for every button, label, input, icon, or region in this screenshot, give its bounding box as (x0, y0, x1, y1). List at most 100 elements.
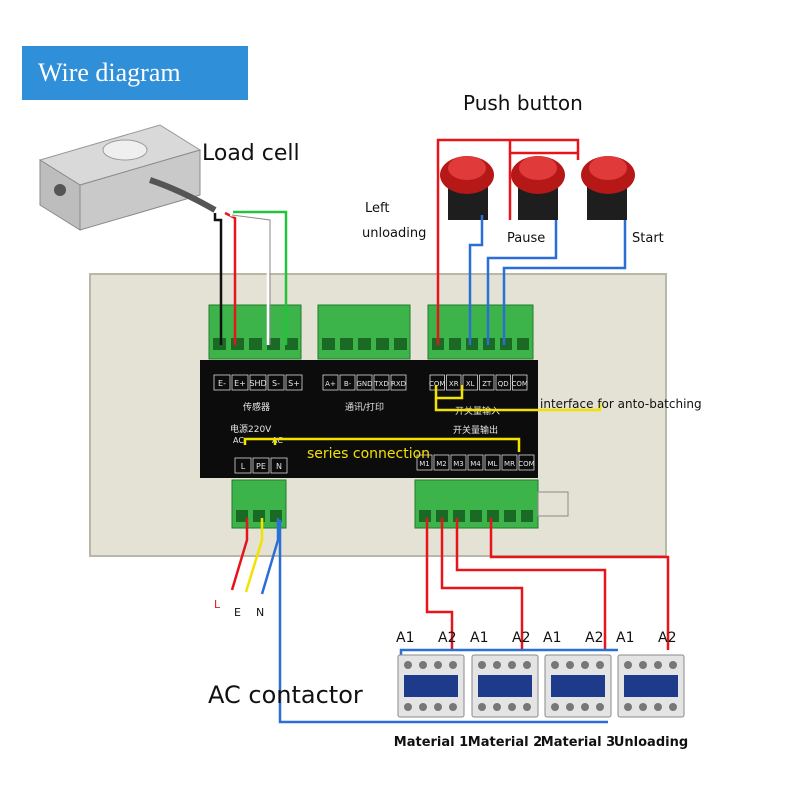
terminal-screw-hole (249, 338, 262, 350)
wire-n-label: N (256, 606, 264, 619)
output-terms-item: M2 (436, 460, 447, 468)
sensor-terms-box (213, 374, 231, 391)
terminal-screw-hole (340, 338, 353, 350)
contactor-blue-face (624, 675, 678, 697)
contactor-screw (434, 661, 442, 669)
comm-terminal-block (317, 304, 411, 360)
power-terms-box (270, 457, 288, 474)
contactor-screw (404, 661, 412, 669)
push-button-wires (436, 138, 627, 345)
sensor-terms-box (231, 374, 249, 391)
contactor-screw (449, 703, 457, 711)
contactor-screw (654, 661, 662, 669)
sensor-terms-box (249, 374, 267, 391)
left-unloading-button-icon (440, 156, 494, 220)
load-cell-icon (38, 124, 217, 231)
contactor-screw (581, 661, 589, 669)
input-terms-box (495, 374, 511, 391)
comm-terms-box (339, 374, 356, 391)
contactor-screw (624, 703, 632, 711)
terminal-screw-hole (394, 338, 407, 350)
power-terms-box (234, 457, 252, 474)
output-terms-box (416, 454, 433, 471)
comm-terms-box (390, 374, 407, 391)
input-terminal-block (427, 304, 534, 360)
terminal-screw-hole (231, 338, 244, 350)
output-terms-item: MR (504, 460, 515, 468)
power-terms-item: PE (256, 462, 266, 471)
auto-batching-label: interface for anto-batching (540, 397, 702, 411)
contactor-screw (566, 661, 574, 669)
contactor-screw (419, 661, 427, 669)
contactor-screw (404, 703, 412, 711)
contactor-a2-label: A2 (512, 630, 530, 646)
contactor-screw (596, 661, 604, 669)
input-terms-item: XL (466, 380, 475, 388)
contactor-a2-label: A2 (438, 630, 456, 646)
output-terms-box (450, 454, 467, 471)
contactor-screw (639, 703, 647, 711)
power-ac-left: AC (233, 436, 244, 445)
terminal-screw-hole (470, 510, 482, 522)
comm-terms-item: TXD (373, 380, 388, 388)
output-wires (425, 518, 670, 650)
sensor-terms-box (285, 374, 303, 391)
contactor-screw (551, 703, 559, 711)
sensor-terms-item: S- (272, 379, 280, 388)
output-terms-item: M1 (419, 460, 430, 468)
output-terms-item: M4 (470, 460, 481, 468)
wire-e-label: E (234, 606, 241, 619)
terminal-screw-hole (376, 338, 389, 350)
terminal-screw-hole (236, 510, 248, 522)
contactor-screw (419, 703, 427, 711)
contactor-a2-label: A2 (658, 630, 676, 646)
contactor-blue-face (478, 675, 532, 697)
power-terms-box (252, 457, 270, 474)
left-unloading-label-line2: unloading (362, 226, 426, 241)
contactor-screw (493, 661, 501, 669)
contactor-screw (624, 661, 632, 669)
sensor-terms-item: E+ (234, 379, 246, 388)
left-unloading-label-line1: Left (365, 201, 389, 216)
contactor-screw (434, 703, 442, 711)
contactor-screw (449, 661, 457, 669)
comm-terms-item: A+ (325, 380, 336, 388)
input-terms-item: COM (429, 380, 445, 388)
output-terms-box (501, 454, 518, 471)
terminal-screw-hole (436, 510, 448, 522)
terminal-screw-hole (213, 338, 226, 350)
contactor-screw (669, 703, 677, 711)
comm-terms-box (373, 374, 390, 391)
terminal-screw-hole (466, 338, 478, 350)
push-button-label: Push button (463, 91, 583, 115)
power-wires (230, 518, 608, 724)
contactor-screw (508, 703, 516, 711)
comm-terms-box (322, 374, 339, 391)
comm-terms-box (356, 374, 373, 391)
terminal-screw-hole (517, 338, 529, 350)
input-terms-item: XR (449, 380, 459, 388)
input-terms-box (462, 374, 478, 391)
series-connection-wires (243, 385, 602, 452)
comm-terms-item: RXD (391, 380, 406, 388)
contactor-name-label: Material 3 (541, 735, 615, 750)
pause-button-icon (511, 156, 565, 220)
contactor-common-bus (399, 648, 618, 655)
sensor-terms-item: E- (218, 379, 226, 388)
contactor-screw (523, 703, 531, 711)
input-terms-item: QD (498, 380, 509, 388)
load-cell-label: Load cell (202, 141, 300, 166)
contactor-name-label: Material 2 (468, 735, 542, 750)
ac-contactor-label: AC contactor (208, 681, 363, 709)
terminal-screw-hole (487, 510, 499, 522)
comm-caption: 通讯/打印 (345, 401, 384, 413)
